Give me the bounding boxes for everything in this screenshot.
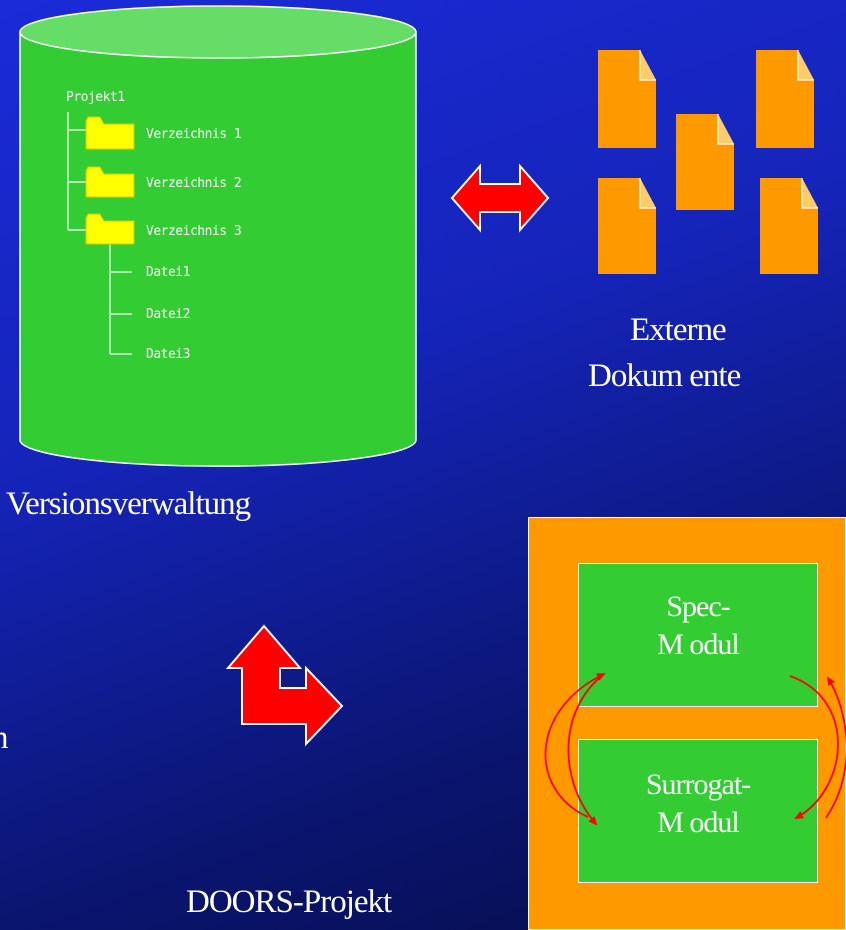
partial-left-text: n (0, 720, 8, 757)
tree-folder-3: Verzeichnis 3 (146, 224, 242, 239)
bidirectional-arrow (450, 163, 550, 233)
tree-file-2: Datei2 (146, 307, 190, 322)
spec-module: Spec- M odul (578, 563, 818, 707)
tree-file-1: Datei1 (146, 265, 190, 280)
repository-cylinder (19, 5, 417, 467)
document-icon (598, 178, 656, 274)
repository-label: Versionsverwaltung (6, 486, 251, 522)
doors-project-label: DOORS-Projekt (186, 884, 392, 920)
surrogat-module-line2: M odul (657, 806, 740, 839)
module-link-arrows (544, 673, 846, 826)
spec-module-line1: Spec- (666, 590, 730, 623)
document-icon (756, 50, 814, 148)
external-label-line2: Dokum ente (588, 358, 741, 394)
document-icon (598, 50, 656, 148)
surrogat-module: Surrogat- M odul (578, 739, 818, 883)
document-icon (760, 178, 818, 274)
l-shaped-arrow (225, 624, 344, 747)
folder-icon (85, 116, 135, 150)
tree-folder-1: Verzeichnis 1 (146, 127, 242, 142)
document-icon (676, 114, 734, 210)
tree-file-3: Datei3 (146, 347, 190, 362)
spec-module-line2: M odul (657, 628, 740, 661)
surrogat-module-line1: Surrogat- (645, 768, 751, 801)
folder-icon (85, 213, 135, 245)
tree-folder-2: Verzeichnis 2 (146, 176, 242, 191)
tree-root: Projekt1 (66, 90, 125, 105)
external-documents (598, 50, 818, 274)
external-label-line1: Externe (630, 312, 727, 348)
folder-icon (85, 166, 135, 198)
